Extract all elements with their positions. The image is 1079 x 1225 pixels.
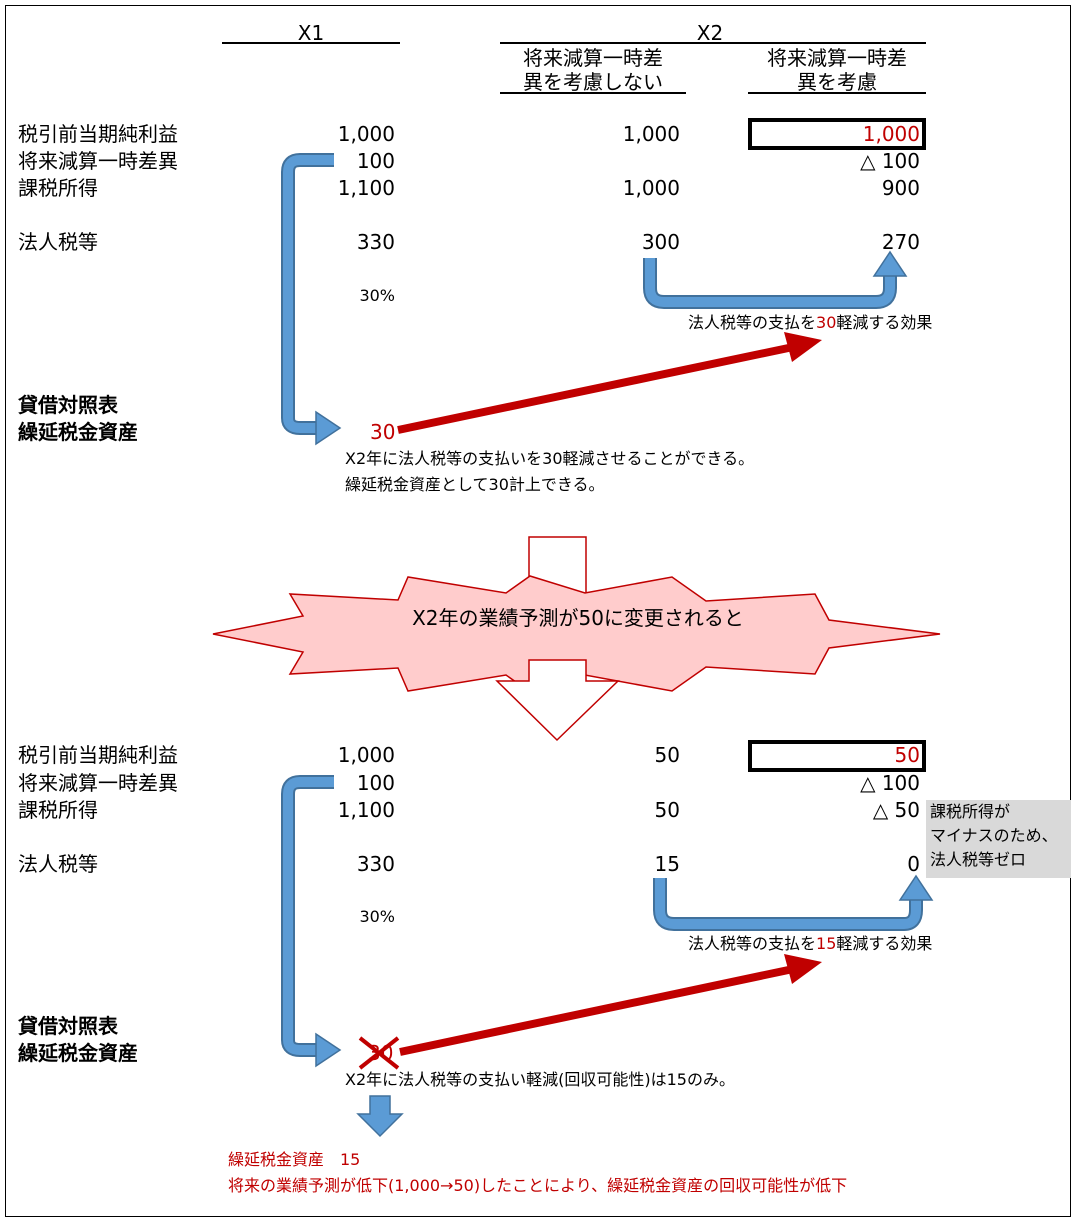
header-without-underline xyxy=(500,92,686,94)
diagram-frame xyxy=(5,5,1071,1217)
row-label-taxable-income: 課税所得 xyxy=(18,176,98,200)
with-temp-difference-bottom: △ 100 xyxy=(860,771,920,795)
effect-text-bottom: 法人税等の支払を15軽減する効果 xyxy=(688,934,933,953)
with-income-tax-bottom: 0 xyxy=(907,852,920,876)
bs-label-top-line1: 貸借対照表 xyxy=(18,393,118,417)
x1-pretax-income-bottom: 1,000 xyxy=(337,743,395,767)
with-taxable-income: 900 xyxy=(881,176,920,200)
blue-down-arrow xyxy=(356,1095,404,1138)
row-label-temp-difference: 将来減算一時差異 xyxy=(18,149,178,173)
blue-arrow-tax-reduction-top xyxy=(643,250,908,309)
without-pretax-income-bottom: 50 xyxy=(654,743,680,767)
banner-text: X2年の業績予測が50に変更されると xyxy=(412,606,744,630)
red-arrow-bottom xyxy=(399,954,822,1056)
header-without-line2: 異を考慮しない xyxy=(523,70,663,94)
gray-note-line3: 法人税等ゼロ xyxy=(930,850,1027,869)
with-income-tax: 270 xyxy=(881,230,920,254)
x1-tax-rate: 30% xyxy=(359,286,395,305)
effect-text-top: 法人税等の支払を30軽減する効果 xyxy=(688,313,933,332)
without-income-tax: 300 xyxy=(641,230,680,254)
note-top-line2: 繰延税金資産として30計上できる。 xyxy=(345,475,605,494)
row-label-income-tax: 法人税等 xyxy=(18,230,98,254)
row-label-pretax-income: 税引前当期純利益 xyxy=(18,122,178,146)
x1-tax-rate-bottom: 30% xyxy=(359,907,395,926)
blue-arrow-tax-reduction-bottom xyxy=(653,874,934,931)
dta-value-bottom-crossed: 30 xyxy=(368,1041,394,1065)
cross-out-mark xyxy=(358,1036,400,1070)
header-x2-underline xyxy=(500,42,926,44)
highlight-box-top xyxy=(748,118,926,150)
bs-label-top-line2: 繰延税金資産 xyxy=(18,420,138,444)
without-taxable-income: 1,000 xyxy=(622,176,680,200)
with-taxable-income-bottom: △ 50 xyxy=(872,798,920,822)
x1-pretax-income: 1,000 xyxy=(337,122,395,146)
without-taxable-income-bottom: 50 xyxy=(654,798,680,822)
row-label-income-tax-bottom: 法人税等 xyxy=(18,852,98,876)
gray-note-line2: マイナスのため、 xyxy=(930,826,1058,845)
x1-taxable-income: 1,100 xyxy=(337,176,395,200)
gray-note-line1: 課税所得が xyxy=(930,802,1011,821)
header-with-line1: 将来減算一時差 xyxy=(767,46,907,70)
bs-label-bottom-line2: 繰延税金資産 xyxy=(18,1041,138,1065)
row-label-taxable-income-bottom: 課税所得 xyxy=(18,798,98,822)
highlight-box-bottom xyxy=(748,740,926,772)
x1-temp-difference: 100 xyxy=(356,149,395,173)
down-arrow-head xyxy=(495,659,620,742)
x1-taxable-income-bottom: 1,100 xyxy=(337,798,395,822)
note-bottom-line1: X2年に法人税等の支払い軽減(回収可能性)は15のみ。 xyxy=(345,1070,735,1089)
banner-starburst xyxy=(212,575,941,693)
with-pretax-income: 1,000 xyxy=(862,122,920,146)
dta-value-top: 30 xyxy=(370,420,396,444)
header-with-line2: 異を考慮 xyxy=(797,70,877,94)
with-pretax-income-bottom: 50 xyxy=(894,743,920,767)
x1-income-tax: 330 xyxy=(356,230,395,254)
row-label-temp-difference-bottom: 将来減算一時差異 xyxy=(18,771,178,795)
note-top-line1: X2年に法人税等の支払いを30軽減させることができる。 xyxy=(345,449,755,468)
header-with-underline xyxy=(748,92,926,94)
blue-arrow-x1-to-dta-top xyxy=(281,153,342,446)
header-x1: X1 xyxy=(297,21,325,45)
result-line1: 繰延税金資産 15 xyxy=(228,1150,361,1169)
bs-label-bottom-line1: 貸借対照表 xyxy=(18,1014,118,1038)
without-income-tax-bottom: 15 xyxy=(654,852,680,876)
header-x1-underline xyxy=(222,42,400,44)
row-label-pretax-income-bottom: 税引前当期純利益 xyxy=(18,743,178,767)
without-pretax-income: 1,000 xyxy=(622,122,680,146)
red-arrow-top xyxy=(397,332,822,434)
result-line2: 将来の業績予測が低下(1,000→50)したことにより、繰延税金資産の回収可能性… xyxy=(228,1176,848,1195)
with-temp-difference: △ 100 xyxy=(860,149,920,173)
header-x2: X2 xyxy=(696,21,724,45)
blue-arrow-x1-to-dta-bottom xyxy=(281,775,342,1068)
header-without-line1: 将来減算一時差 xyxy=(523,46,663,70)
x1-temp-difference-bottom: 100 xyxy=(356,771,395,795)
gray-note-box xyxy=(926,800,1071,878)
x1-income-tax-bottom: 330 xyxy=(356,852,395,876)
